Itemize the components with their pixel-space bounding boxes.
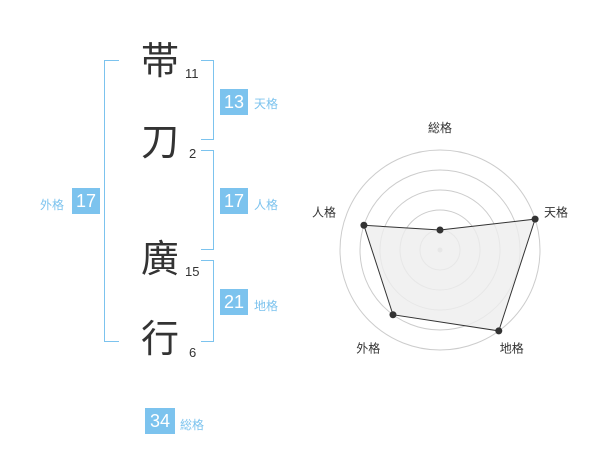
radar-axis-label-4: 人格 xyxy=(312,204,336,219)
radar-ring xyxy=(339,149,541,351)
name-char-2: 刀 xyxy=(141,120,180,164)
radar-point-1 xyxy=(531,215,539,223)
radar-point-4 xyxy=(360,221,368,229)
stroke-count-1: 11 xyxy=(185,66,199,81)
chikaku-value-badge: 21 xyxy=(220,289,248,315)
radar-axis-label-3: 外格 xyxy=(356,341,380,356)
gaikaku-label: 外格 xyxy=(40,198,65,212)
chikaku-label: 地格 xyxy=(254,299,279,313)
radar-value-area xyxy=(363,218,536,332)
jinkaku-bracket xyxy=(201,150,214,250)
radar-point-0 xyxy=(436,226,444,234)
radar-points xyxy=(360,215,539,335)
soukaku-value-badge: 34 xyxy=(145,408,175,434)
stroke-count-3: 15 xyxy=(185,264,200,279)
gaikaku-bracket xyxy=(104,60,119,342)
radar-point-3 xyxy=(389,311,397,319)
jinkaku-value-badge: 17 xyxy=(220,188,248,214)
tenkaku-value-badge: 13 xyxy=(220,89,248,115)
name-char-3: 廣 xyxy=(141,237,180,281)
stroke-count-4: 6 xyxy=(189,345,197,360)
radar-axis-label-2: 地格 xyxy=(500,341,524,356)
radar-axis-label-0: 総格 xyxy=(428,120,452,135)
soukaku-label: 総格 xyxy=(180,418,205,432)
jinkaku-label: 人格 xyxy=(254,198,279,212)
tenkaku-label: 天格 xyxy=(254,97,279,111)
name-char-1: 帯 xyxy=(141,39,180,83)
stroke-count-2: 2 xyxy=(189,146,197,161)
chikaku-bracket xyxy=(201,260,214,342)
tenkaku-bracket xyxy=(201,60,214,140)
name-char-4: 行 xyxy=(141,317,180,361)
gaikaku-value-badge: 17 xyxy=(72,188,100,214)
radar-point-2 xyxy=(495,327,503,335)
radar-axis-label-1: 天格 xyxy=(544,204,568,219)
